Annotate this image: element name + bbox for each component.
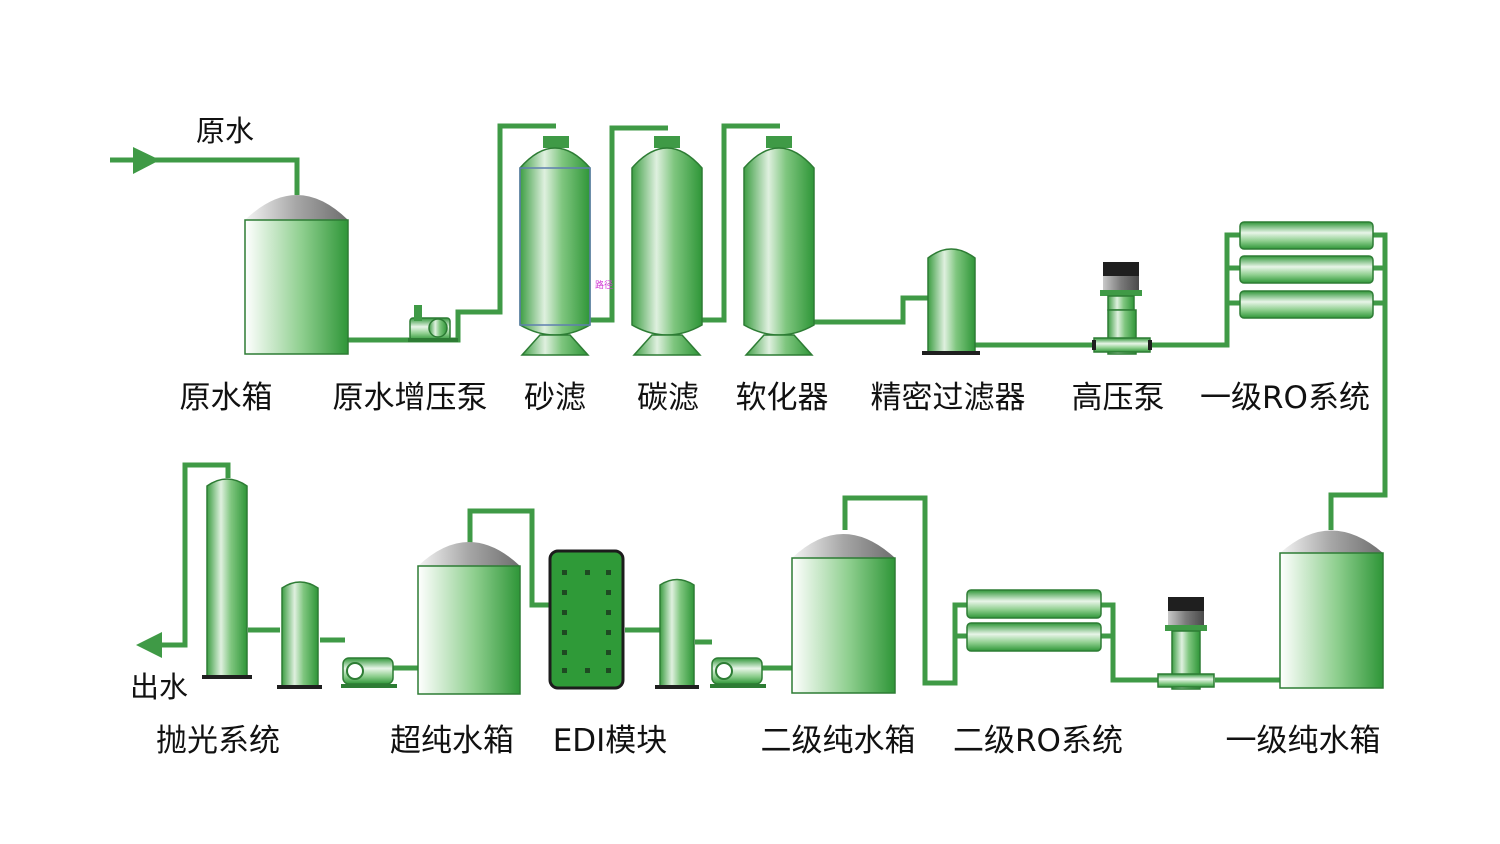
raw-water-booster-pump (408, 305, 458, 342)
label-carbon-filter: 碳滤 (637, 380, 699, 416)
polishing-cartridge (277, 581, 322, 689)
carbon-filter (631, 136, 703, 356)
outlet-label: 出水 (130, 670, 188, 704)
polishing-column (202, 478, 252, 679)
label-ultrapure-water-tank: 超纯水箱 (390, 723, 514, 759)
label-primary-pure-water-tank: 一级纯水箱 (1226, 723, 1381, 759)
raw-water-tank (244, 195, 349, 355)
label-water-softener: 软化器 (736, 380, 829, 416)
label-raw-water-tank: 原水箱 (180, 380, 273, 416)
label-high-pressure-pump: 高压泵 (1072, 380, 1165, 416)
primary-ro-system (1239, 221, 1374, 319)
edi-module (548, 549, 625, 690)
annotation-text: 路径 (595, 279, 613, 291)
sand-filter: 路径 (519, 136, 613, 356)
ultrapure-water-tank (417, 542, 521, 695)
transfer-pump-1 (341, 657, 397, 688)
precision-filter (922, 248, 980, 355)
label-precision-filter: 精密过滤器 (871, 380, 1026, 416)
secondary-high-pressure-pump (1157, 597, 1215, 690)
inlet-arrow-icon (133, 147, 160, 174)
outlet-arrow-icon (136, 632, 162, 658)
label-sand-filter: 砂滤 (524, 380, 586, 416)
high-pressure-pump (1092, 262, 1152, 355)
secondary-pure-water-tank (791, 534, 896, 694)
label-primary-ro-system: 一级RO系统 (1200, 380, 1370, 416)
label-polishing-system: 抛光系统 (156, 723, 280, 759)
label-edi-module: EDI模块 (553, 723, 668, 759)
primary-pure-water-tank (1279, 530, 1384, 689)
transfer-pump-2 (710, 657, 766, 688)
water-softener (743, 136, 815, 356)
label-raw-water-booster-pump: 原水增压泵 (333, 380, 488, 416)
inlet-label: 原水 (196, 114, 254, 148)
label-secondary-pure-water-tank: 二级纯水箱 (761, 723, 916, 759)
edi-precision-filter (655, 578, 699, 689)
secondary-ro-system (966, 589, 1102, 652)
label-secondary-ro-system: 二级RO系统 (953, 723, 1123, 759)
